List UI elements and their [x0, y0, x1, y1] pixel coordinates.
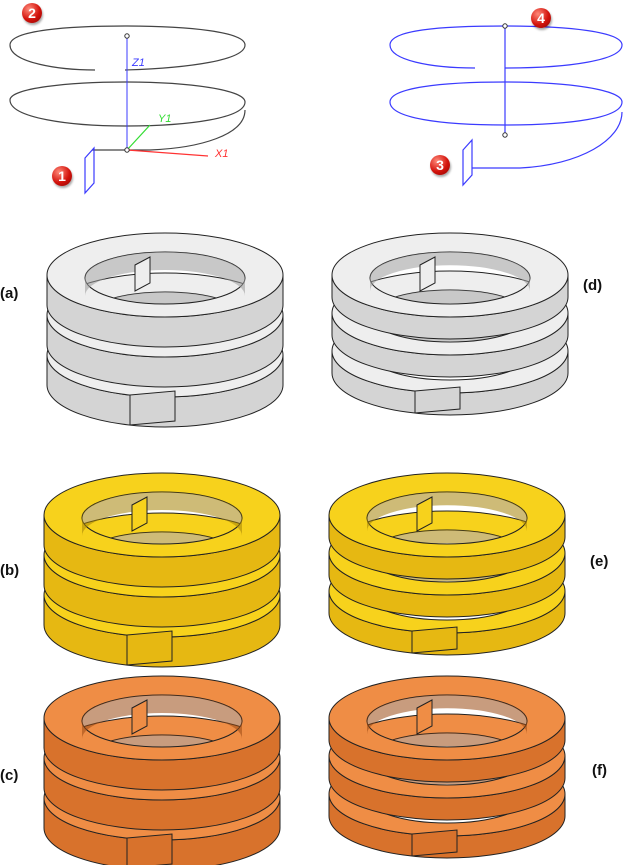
spring-c-inner-wall	[82, 695, 242, 739]
label-b: (b)	[0, 562, 20, 579]
axis-top-point	[124, 33, 130, 39]
spring-d-end-face	[419, 256, 436, 292]
label-a: (a)	[0, 285, 19, 302]
spring-b	[43, 472, 281, 668]
spring-a	[46, 232, 284, 428]
label-e: (e)	[590, 553, 609, 570]
label-c: (c)	[0, 767, 19, 784]
label-f: (f)	[592, 762, 607, 779]
spring-f-inner-wall	[367, 695, 527, 735]
origin-point	[124, 147, 130, 153]
spring-f-inner-wall	[367, 733, 527, 773]
spring-e-end-tail	[411, 626, 458, 654]
y1-label: Y1	[158, 113, 172, 125]
spring-a-inner-wall	[85, 252, 245, 296]
spring-e-inner-wall	[367, 492, 527, 532]
spring-c-end-tail	[126, 833, 173, 865]
z1-label: Z1	[132, 57, 145, 69]
spring-b-end-tail	[126, 630, 173, 666]
helix-curve-right	[389, 25, 623, 169]
spring-a-end-face	[134, 256, 151, 292]
spring-a-end-tail	[129, 390, 176, 426]
axis-bottom-point-right	[502, 132, 508, 138]
spring-e-end-face	[416, 496, 433, 532]
spring-f-end-face	[416, 699, 433, 735]
spring-c-end-face	[131, 699, 148, 735]
x1-label: X1	[215, 148, 229, 160]
spring-e-inner-wall	[367, 530, 527, 570]
marker-4: 4	[531, 8, 551, 28]
spring-c	[43, 675, 281, 865]
marker-2: 2	[22, 3, 42, 23]
marker-1: 1	[52, 166, 72, 186]
x1-axis	[126, 149, 209, 157]
spring-b-inner-wall	[82, 492, 242, 536]
spring-d-inner-wall	[370, 252, 530, 292]
spring-e	[328, 472, 566, 656]
spring-e-inner-wall	[367, 568, 527, 608]
spring-f	[328, 675, 566, 859]
profile-plane-right	[462, 138, 473, 187]
label-d: (d)	[583, 277, 603, 294]
axis-top-point-right	[502, 23, 508, 29]
marker-3: 3	[430, 155, 450, 175]
spring-d-end-tail	[414, 386, 461, 414]
spring-d-inner-wall	[370, 328, 530, 368]
spring-f-inner-wall	[367, 771, 527, 811]
y1-axis	[126, 124, 151, 151]
spring-b-end-face	[131, 496, 148, 532]
spring-d-inner-wall	[370, 290, 530, 330]
helix-curve-left	[9, 25, 246, 151]
profile-plane-left	[84, 146, 95, 195]
spring-f-end-tail	[411, 829, 458, 857]
spring-d	[331, 232, 569, 416]
